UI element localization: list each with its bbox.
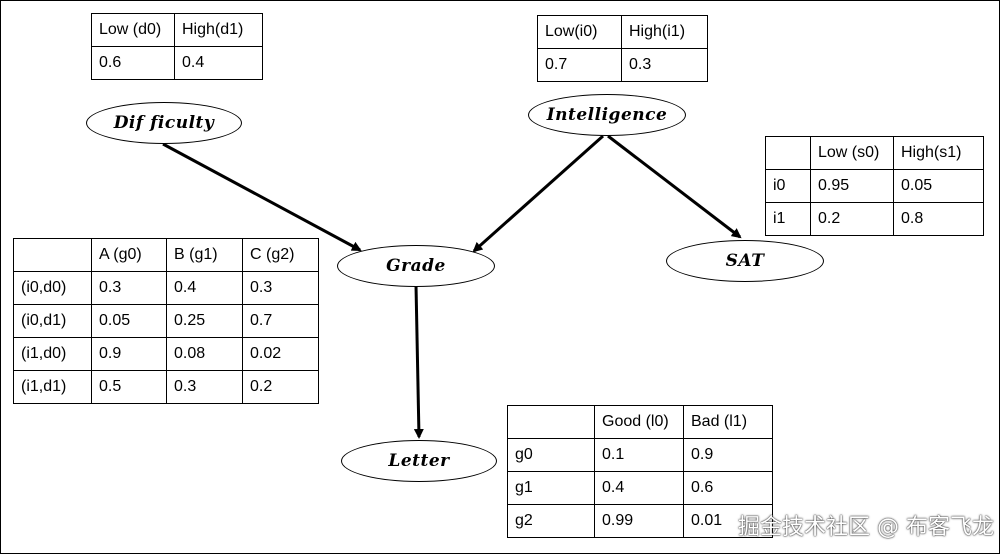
value-cell: 0.9 [683,438,773,472]
value-cell: 0.1 [594,438,684,472]
value-cell: 0.08 [166,337,243,371]
cpt-intelligence: Low(i0) High(i1) 0.7 0.3 [537,15,708,82]
cpt-grade: A (g0) B (g1) C (g2) (i0,d0) 0.3 0.4 0.3… [13,238,319,404]
node-intelligence: Intelligence [528,94,686,136]
value-cell: 0.3 [621,48,708,82]
header-cell [507,405,595,439]
header-cell: Bad (l1) [683,405,773,439]
header-cell [765,136,811,170]
value-cell: 0.02 [242,337,319,371]
value-cell: 0.2 [242,370,319,404]
value-cell: 0.3 [166,370,243,404]
header-cell: Good (l0) [594,405,684,439]
table-row: 0.6 0.4 [91,46,263,80]
cpt-difficulty: Low (d0) High(d1) 0.6 0.4 [91,13,263,80]
table-row: 0.7 0.3 [537,48,708,82]
header-cell: A (g0) [91,238,167,272]
table-row: Good (l0) Bad (l1) [507,405,773,439]
header-cell: Low(i0) [537,15,622,49]
row-label-cell: (i0,d1) [13,304,92,338]
value-cell: 0.05 [893,169,984,203]
row-label-cell: g1 [507,471,595,505]
header-cell: High(s1) [893,136,984,170]
value-cell: 0.3 [242,271,319,305]
value-cell: 0.4 [174,46,263,80]
row-label-cell: i1 [765,202,811,236]
table-row: Low (d0) High(d1) [91,13,263,47]
header-cell: C (g2) [242,238,319,272]
value-cell: 0.3 [91,271,167,305]
table-row: i0 0.95 0.05 [765,169,984,203]
value-cell: 0.2 [810,202,894,236]
value-cell: 0.8 [893,202,984,236]
node-sat: SAT [666,240,824,282]
table-row: Low (s0) High(s1) [765,136,984,170]
row-label-cell: i0 [765,169,811,203]
value-cell: 0.25 [166,304,243,338]
node-letter: Letter [341,440,497,482]
header-cell [13,238,92,272]
value-cell: 0.4 [166,271,243,305]
edge-intelligence-grade [472,134,604,253]
value-cell: 0.6 [91,46,175,80]
table-row: g2 0.99 0.01 [507,504,773,538]
value-cell: 0.05 [91,304,167,338]
table-row: g1 0.4 0.6 [507,471,773,505]
edge-intelligence-sat [607,134,742,239]
row-label-cell: g2 [507,504,595,538]
node-difficulty: Dif ficulty [86,102,242,144]
value-cell: 0.9 [91,337,167,371]
table-row: (i0,d1) 0.05 0.25 0.7 [13,304,319,338]
value-cell: 0.99 [594,504,684,538]
node-grade: Grade [337,245,495,287]
header-cell: B (g1) [166,238,243,272]
value-cell: 0.6 [683,471,773,505]
value-cell: 0.01 [683,504,773,538]
header-cell: Low (s0) [810,136,894,170]
value-cell: 0.5 [91,370,167,404]
value-cell: 0.4 [594,471,684,505]
table-row: A (g0) B (g1) C (g2) [13,238,319,272]
header-cell: Low (d0) [91,13,175,47]
value-cell: 0.95 [810,169,894,203]
header-cell: High(i1) [621,15,708,49]
row-label-cell: g0 [507,438,595,472]
value-cell: 0.7 [537,48,622,82]
table-row: (i0,d0) 0.3 0.4 0.3 [13,271,319,305]
header-cell: High(d1) [174,13,263,47]
table-row: (i1,d0) 0.9 0.08 0.02 [13,337,319,371]
watermark-text: 掘金技术社区 @ 布客飞龙 [738,515,994,540]
value-cell: 0.7 [242,304,319,338]
row-label-cell: (i1,d0) [13,337,92,371]
cpt-letter: Good (l0) Bad (l1) g0 0.1 0.9 g1 0.4 0.6… [507,405,773,538]
row-label-cell: (i0,d0) [13,271,92,305]
cpt-sat: Low (s0) High(s1) i0 0.95 0.05 i1 0.2 0.… [765,136,984,236]
row-label-cell: (i1,d1) [13,370,92,404]
table-row: i1 0.2 0.8 [765,202,984,236]
table-row: g0 0.1 0.9 [507,438,773,472]
table-row: (i1,d1) 0.5 0.3 0.2 [13,370,319,404]
edge-difficulty-grade [162,142,362,252]
table-row: Low(i0) High(i1) [537,15,708,49]
edge-grade-letter [413,284,424,439]
